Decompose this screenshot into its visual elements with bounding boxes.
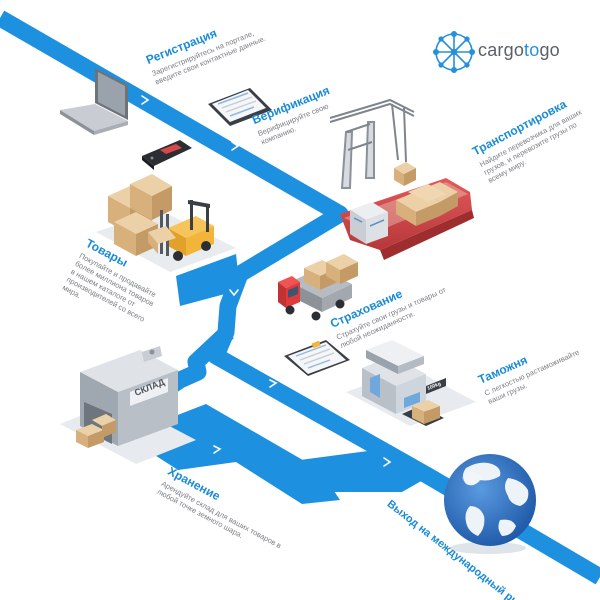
laptop-illustration [60, 68, 128, 135]
ship-illustration [340, 178, 474, 260]
globe-illustration [444, 454, 536, 554]
warehouse-illustration [60, 346, 196, 464]
customs-building-illustration [346, 340, 476, 426]
brand-logo: cargotogo [430, 28, 590, 80]
boxes-forklift-illustration [96, 174, 236, 272]
route-road-branches [144, 254, 430, 504]
brand-name-prefix: cargo [478, 40, 525, 60]
crane-cargo-box [394, 162, 416, 186]
crane-illustration [329, 98, 415, 189]
scale-reading: 100kg [427, 381, 442, 392]
brand-logo-mark [433, 31, 475, 73]
insurance-document-illustration [284, 340, 350, 376]
document-illustration [208, 88, 272, 126]
route-arrows [141, 95, 392, 467]
truck-illustration [278, 254, 358, 321]
brand-wordmark: cargotogo [478, 40, 560, 61]
brand-name-highlight: to [524, 40, 540, 60]
payment-terminal-illustration [142, 140, 192, 170]
brand-name-suffix: go [539, 40, 560, 60]
